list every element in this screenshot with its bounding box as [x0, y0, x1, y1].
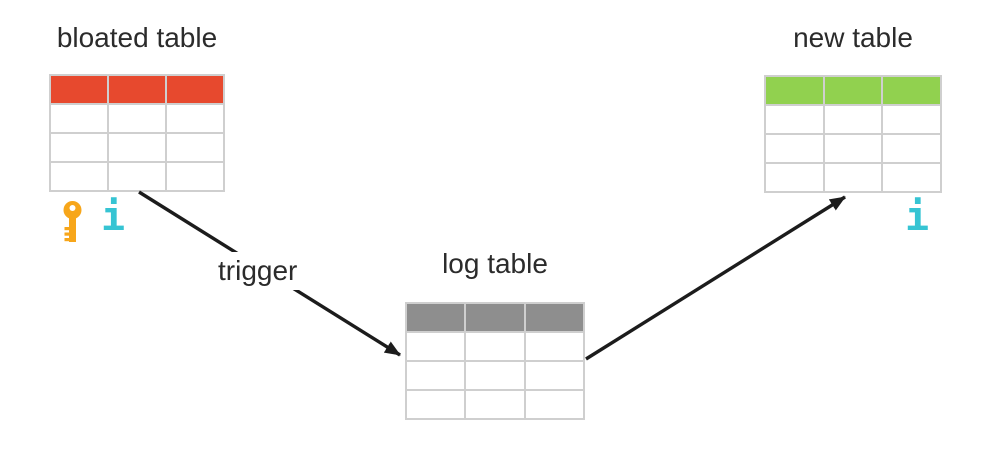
index-info-icon: i [101, 194, 126, 240]
table-cell [407, 391, 465, 418]
new-table [764, 75, 942, 193]
table-cell [407, 333, 465, 360]
table-cell [824, 164, 882, 191]
table-cell [407, 362, 465, 389]
arrow-log-to-new [585, 195, 846, 361]
table-cell [466, 362, 524, 389]
table-cell [51, 105, 107, 132]
table-cell [883, 106, 940, 133]
header-cell [525, 304, 583, 331]
header-cell [466, 304, 524, 331]
header-cell [883, 77, 940, 104]
table-cell [824, 106, 882, 133]
table-cell [766, 106, 823, 133]
table-cell [109, 105, 165, 132]
table-cell [51, 134, 107, 161]
table-cell [51, 163, 107, 190]
table-cell [109, 134, 165, 161]
primary-key-icon [63, 201, 82, 242]
table-cell [525, 362, 583, 389]
table-cell [167, 134, 223, 161]
table-cell [167, 105, 223, 132]
header-cell [766, 77, 823, 104]
table-cell [167, 163, 223, 190]
table-cell [883, 164, 940, 191]
new-table-title: new table [793, 22, 913, 53]
header-cell [407, 304, 465, 331]
index-info-icon: i [905, 194, 930, 240]
header-cell [824, 77, 882, 104]
header-cell [51, 76, 107, 103]
log-table [405, 302, 585, 420]
table-cell [466, 391, 524, 418]
table-cell [824, 135, 882, 162]
table-cell [766, 164, 823, 191]
table-cell [766, 135, 823, 162]
trigger-arrow-label: trigger [205, 252, 311, 290]
header-cell [167, 76, 223, 103]
bloated-table [49, 74, 225, 192]
header-cell [109, 76, 165, 103]
table-cell [883, 135, 940, 162]
table-cell [109, 163, 165, 190]
table-cell [466, 333, 524, 360]
table-cell [525, 333, 583, 360]
bloated-table-title: bloated table [56, 22, 218, 53]
log-table-title: log table [442, 248, 548, 279]
table-cell [525, 391, 583, 418]
